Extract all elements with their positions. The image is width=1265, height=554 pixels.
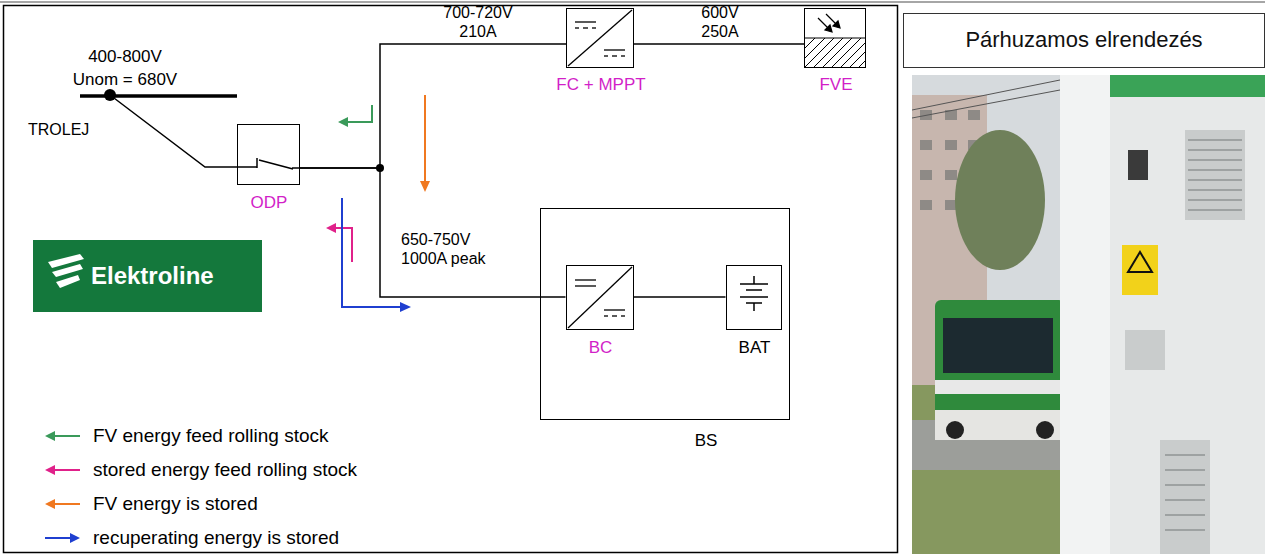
logo-ground	[33, 240, 262, 312]
disconnector-box: ODP	[237, 124, 300, 185]
converter-box: BC	[566, 265, 634, 330]
top-rule	[0, 1, 1265, 3]
photo-illustration	[912, 75, 1265, 554]
wire-connector	[300, 168, 566, 297]
switch-blade	[259, 160, 293, 169]
logo-box: Elektroline	[33, 240, 262, 312]
logo-mark	[48, 254, 84, 288]
legend-text: FV energy feed rolling stock	[93, 425, 329, 447]
node-label: FVE	[819, 75, 852, 95]
converter-box: FC + MPPT	[566, 8, 634, 68]
pv-panel-symbol	[805, 14, 865, 67]
header-box: Párhuzamos elrendezés	[903, 13, 1265, 68]
voltage-label: Unom = 680V	[73, 70, 177, 90]
legend-text: FV energy is stored	[93, 493, 258, 515]
node-label: BAT	[739, 338, 771, 358]
node-label: ODP	[251, 193, 288, 213]
battery-symbol	[740, 276, 768, 311]
voltage-label: TROLEJ	[28, 121, 89, 139]
switch-wire	[292, 167, 300, 169]
wire-connector	[634, 44, 804, 45]
wire-connector	[634, 297, 726, 298]
pv-array-box: FVE	[804, 8, 866, 68]
wire-rating: 650-750V 1000A peak	[401, 230, 513, 268]
node-label: Párhuzamos elrendezés	[965, 27, 1202, 53]
battery-box: BAT	[726, 265, 782, 330]
node-label: Elektroline	[91, 262, 214, 291]
flow-arrows	[326, 95, 430, 312]
switch-contact	[256, 158, 258, 168]
legend-text: stored energy feed rolling stock	[93, 459, 357, 481]
legend-text: recuperating energy is stored	[93, 527, 339, 549]
battery-station-box: BSBCBAT	[540, 208, 790, 420]
feeder-wire	[110, 95, 257, 167]
converter-symbol	[568, 267, 632, 328]
legend-arrows	[45, 431, 80, 543]
node-label: BS	[695, 431, 718, 451]
wire-rating: 600V 250A	[689, 3, 751, 41]
wire-connector	[300, 44, 566, 168]
voltage-label: 400-800V	[88, 47, 162, 67]
node-label: BC	[589, 338, 613, 358]
converter-symbol	[568, 10, 632, 66]
wire-rating: 700-720V 210A	[432, 3, 524, 41]
trolley-wire	[80, 94, 237, 98]
node-label: FC + MPPT	[556, 75, 645, 95]
panel-frame	[4, 6, 898, 553]
